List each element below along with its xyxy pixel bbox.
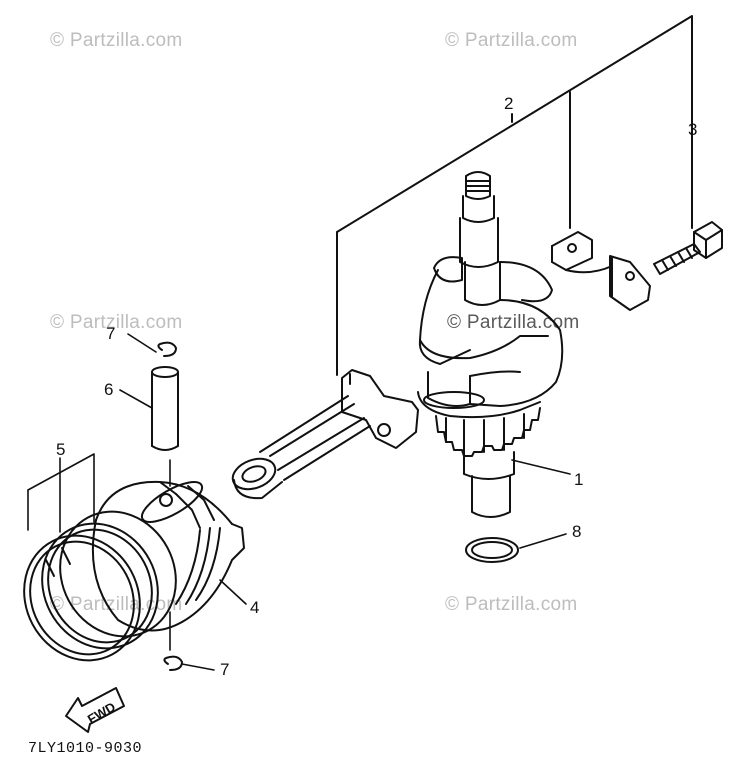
oil-seal	[465, 537, 519, 563]
crankcase-cap	[551, 231, 651, 311]
watermark: © Partzilla.com	[445, 30, 578, 51]
watermark: © Partzilla.com	[445, 594, 578, 615]
callout-6: 6	[104, 380, 114, 399]
callout-3: 3	[688, 120, 698, 139]
bracket-assembly-2	[336, 15, 693, 376]
circlip-bottom	[163, 655, 183, 671]
callout-1: 1	[574, 470, 584, 489]
leader-lines	[27, 139, 693, 671]
piston	[91, 480, 245, 632]
piston-rings	[23, 510, 177, 662]
crankshaft	[417, 171, 564, 518]
callout-2: 2	[504, 94, 514, 113]
watermark: © Partzilla.com	[50, 312, 183, 333]
diagram-code: 7LY1010-9030	[28, 740, 143, 757]
connecting-rod	[231, 369, 419, 500]
circlip-top	[157, 341, 177, 357]
fwd-arrow-icon: FWD	[65, 687, 125, 733]
callout-7-top: 7	[106, 324, 116, 343]
piston-pin	[151, 366, 179, 451]
callout-7-bottom: 7	[220, 660, 230, 679]
watermark: © Partzilla.com	[50, 30, 183, 51]
bolt	[653, 221, 723, 275]
callout-4: 4	[250, 598, 260, 617]
watermark: © Partzilla.com	[447, 312, 580, 333]
callout-5: 5	[56, 440, 66, 459]
callout-8: 8	[572, 522, 582, 541]
